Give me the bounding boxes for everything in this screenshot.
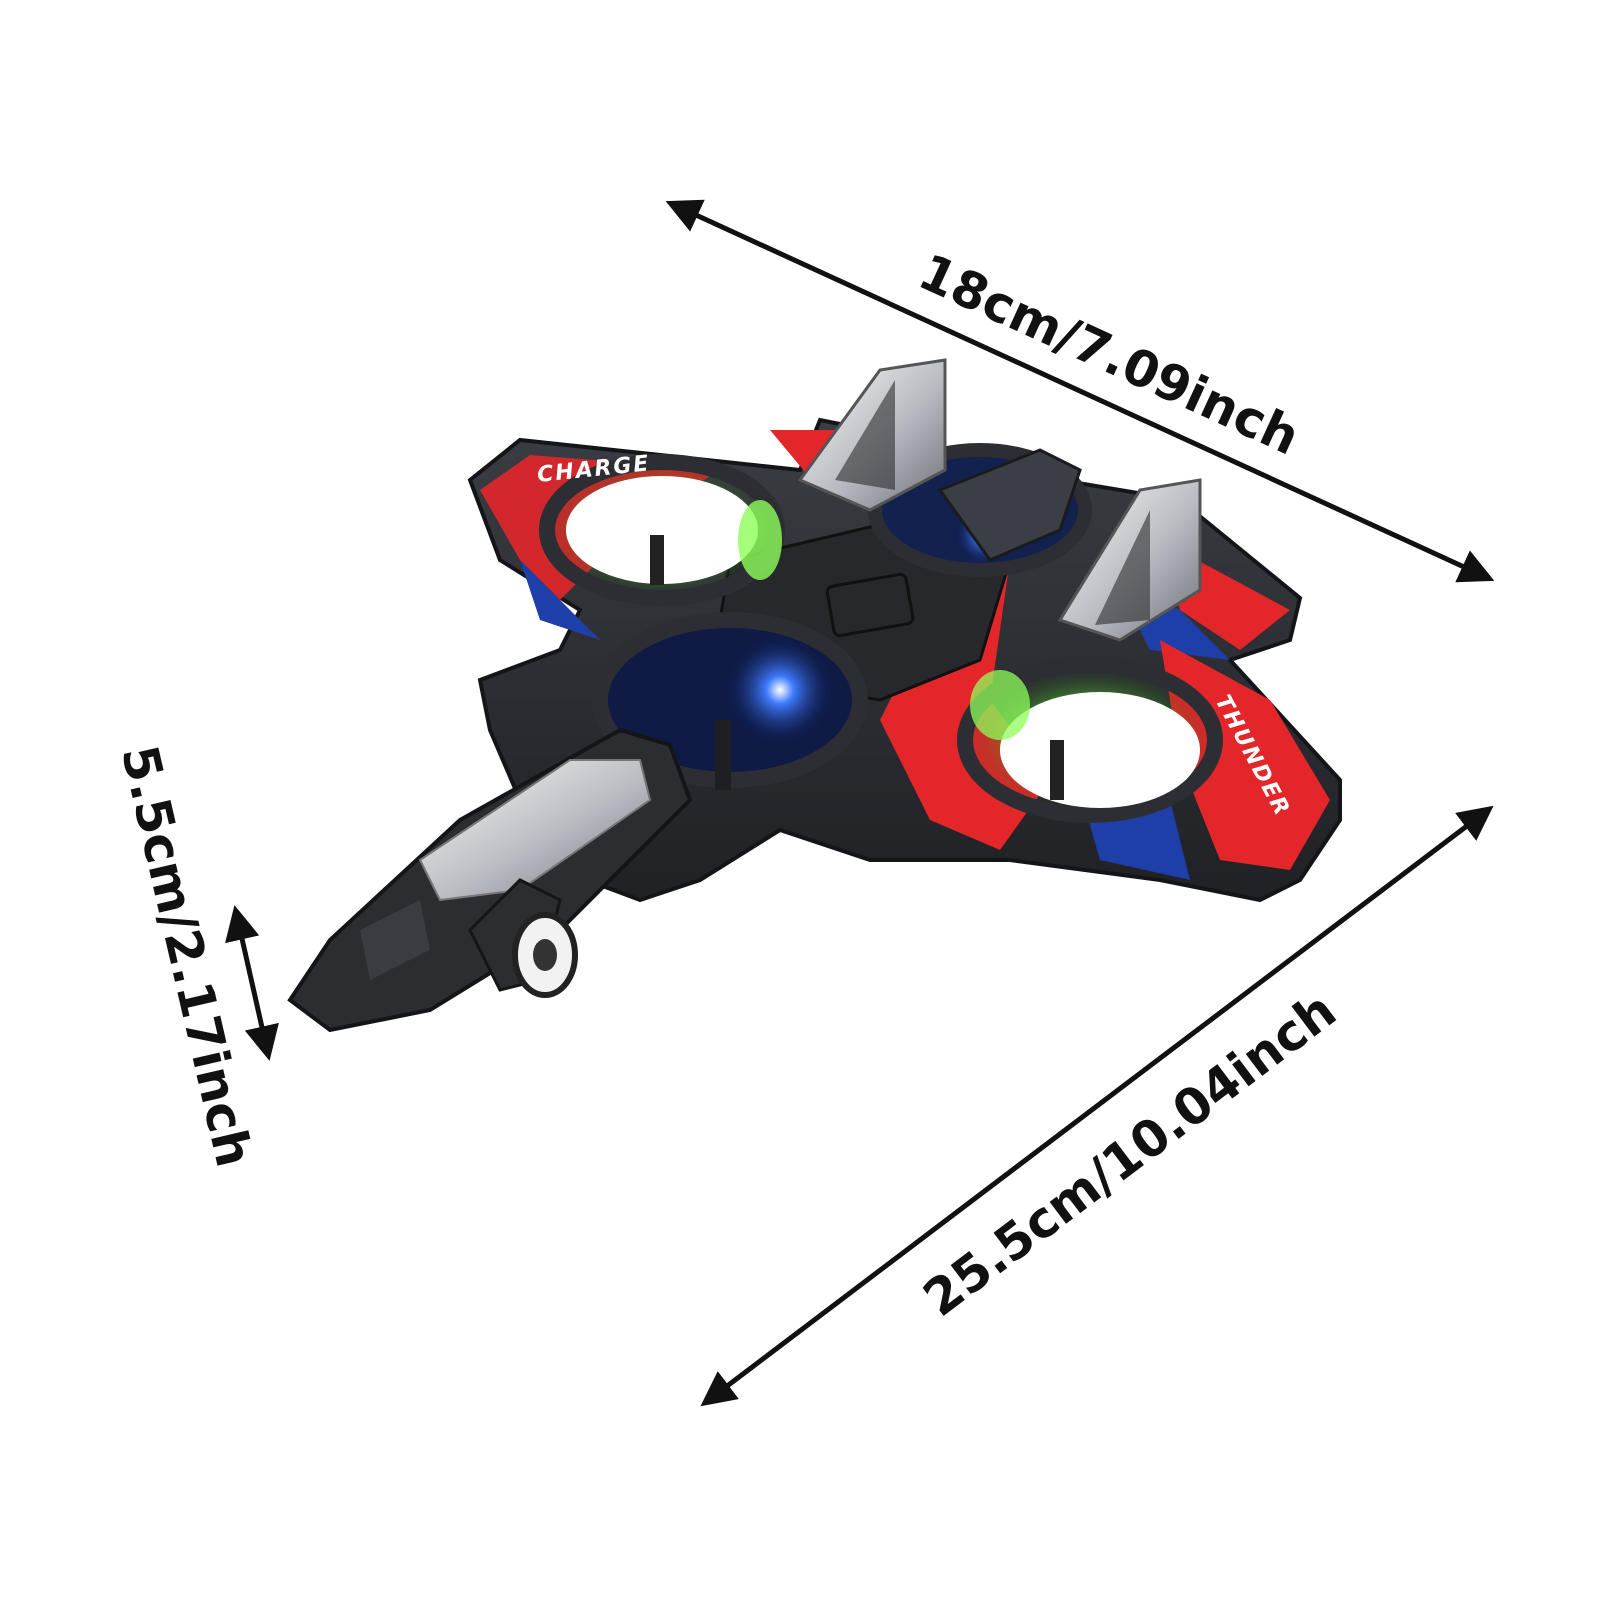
height-dimension-label: 5.5cm/2.17inch (110, 740, 263, 1172)
length-dimension-arrow (700, 805, 1494, 1407)
drone-body: CHARGE THUNDER (287, 358, 1342, 1033)
rotor-front-left (539, 454, 785, 606)
landing-wheel (468, 878, 578, 998)
width-dimension-label: 18cm/7.09inch (910, 243, 1308, 467)
width-dimension-arrow (665, 199, 1495, 583)
tail-fins (797, 358, 1202, 642)
rotor-rear-left (592, 612, 868, 790)
rotor-rear-right (957, 657, 1223, 823)
nose-canopy (287, 727, 693, 1033)
height-dimension-arrow (225, 905, 279, 1061)
length-dimension-label: 25.5cm/10.04inch (913, 981, 1347, 1328)
